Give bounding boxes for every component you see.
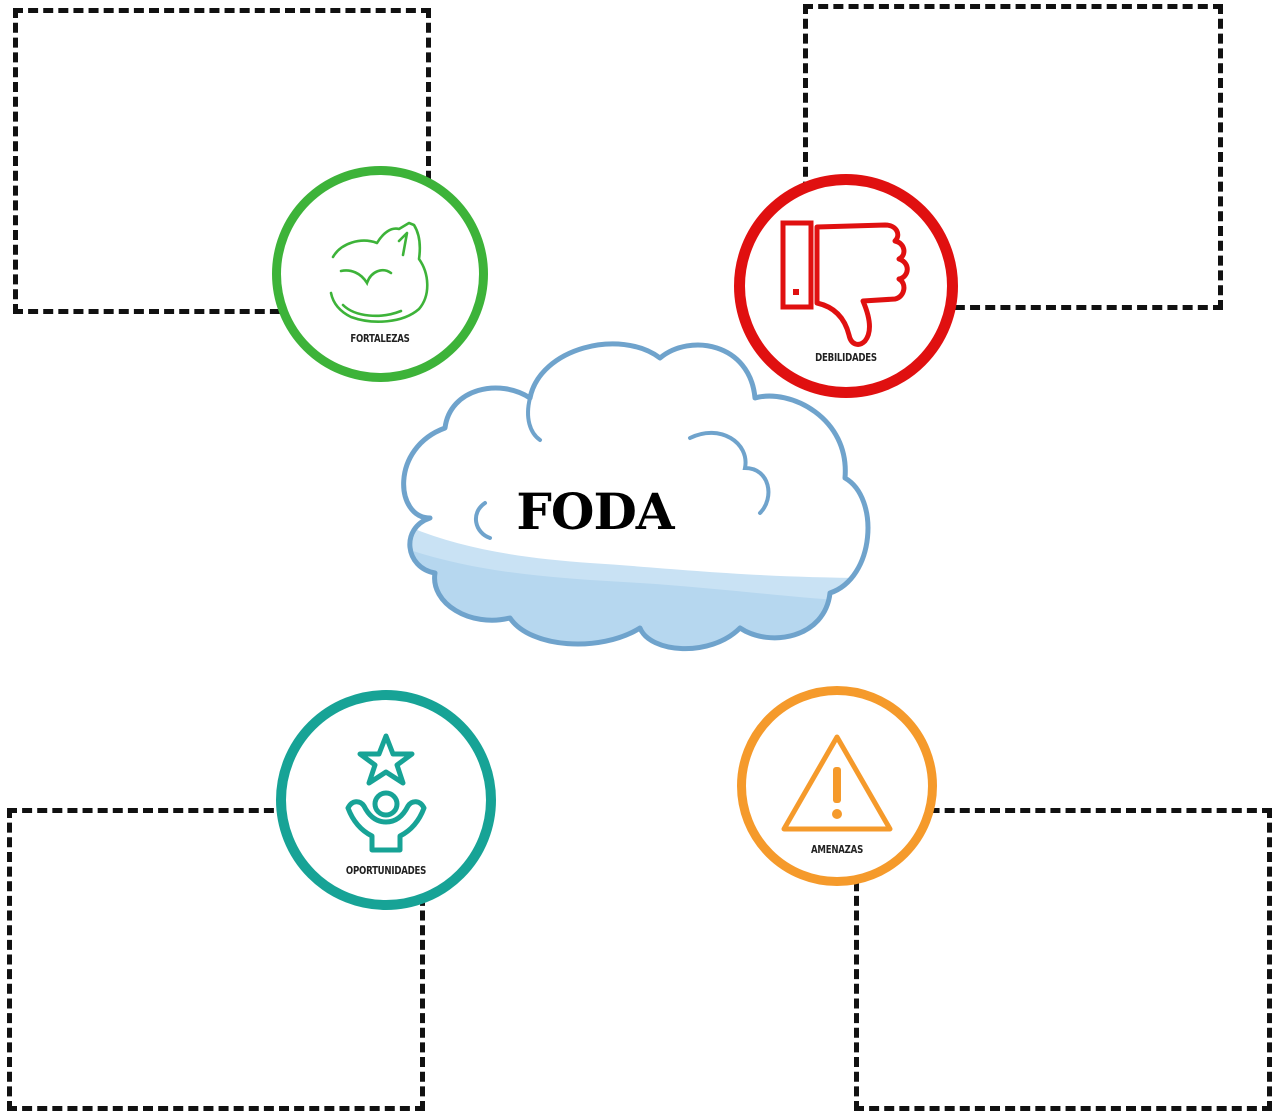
debilidades-label: DEBILIDADES bbox=[815, 351, 877, 364]
debilidades-box[interactable] bbox=[803, 4, 1223, 310]
person-star-icon bbox=[345, 733, 427, 853]
oportunidades-label: OPORTUNIDADES bbox=[345, 864, 427, 877]
amenazas-label: AMENAZAS bbox=[810, 843, 864, 856]
amenazas-badge: AMENAZAS bbox=[737, 686, 937, 886]
warning-triangle-icon bbox=[781, 734, 893, 832]
oportunidades-box[interactable] bbox=[7, 808, 425, 1111]
fortalezas-box[interactable] bbox=[13, 8, 431, 314]
cloud-shape bbox=[401, 341, 871, 652]
amenazas-box[interactable] bbox=[854, 808, 1272, 1111]
debilidades-badge: DEBILIDADES bbox=[734, 174, 958, 398]
fortalezas-badge: FORTALEZAS bbox=[272, 166, 488, 382]
fortalezas-label: FORTALEZAS bbox=[350, 332, 410, 345]
diagram-title: FODA bbox=[516, 482, 674, 541]
thumbs-down-icon bbox=[780, 220, 910, 347]
flexed-arm-icon bbox=[329, 221, 429, 323]
oportunidades-badge: OPORTUNIDADES bbox=[276, 690, 496, 910]
